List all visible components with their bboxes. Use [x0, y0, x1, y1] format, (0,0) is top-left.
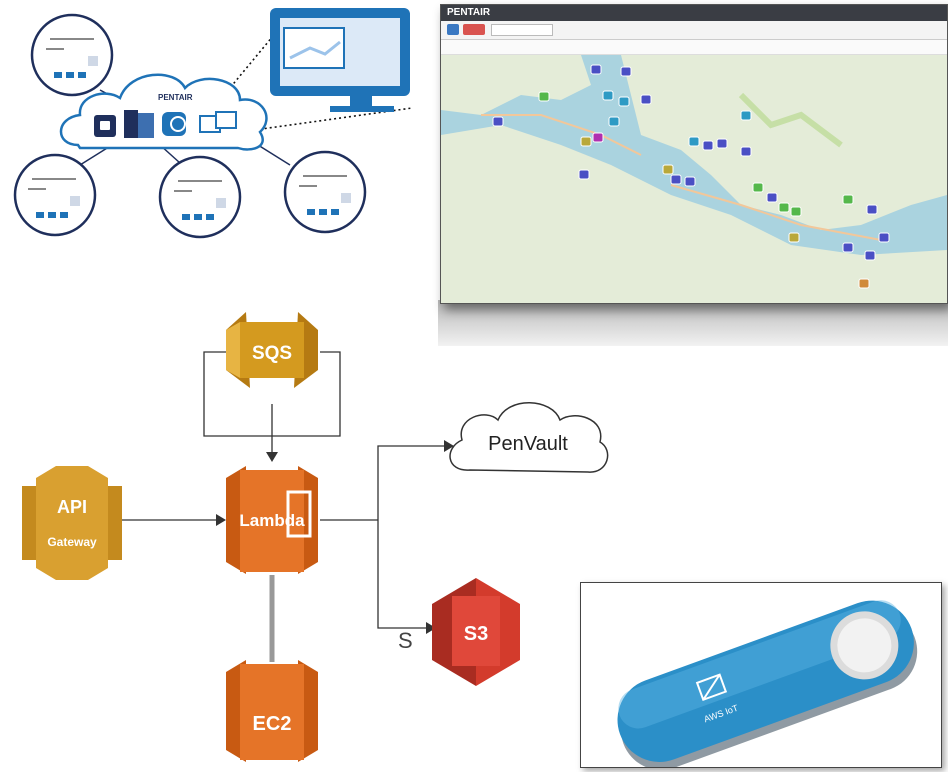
- sync-icon: [162, 112, 186, 136]
- aws-architecture-diagram: SQS API Gateway Lambda PenVault S3 EC2: [22, 312, 609, 762]
- s3-icon: [432, 578, 520, 686]
- search-input[interactable]: [491, 24, 553, 36]
- alert-button[interactable]: [463, 24, 485, 35]
- projection-line: [204, 29, 279, 119]
- ec2-icon: [226, 660, 318, 762]
- map-marker[interactable]: [492, 116, 504, 127]
- map-marker[interactable]: [538, 91, 550, 102]
- map-marker[interactable]: [578, 169, 590, 180]
- ec2-label: EC2: [253, 713, 292, 735]
- penvault-cloud: [449, 402, 609, 473]
- map-marker[interactable]: [842, 242, 854, 253]
- lambda-label: Lambda: [239, 511, 305, 530]
- map-marker[interactable]: [640, 94, 652, 105]
- penvault-label: PenVault: [488, 433, 568, 455]
- map-marker[interactable]: [858, 278, 870, 289]
- app-brand: PENTAIR: [447, 7, 491, 18]
- map-marker[interactable]: [670, 174, 682, 185]
- map-marker[interactable]: [620, 66, 632, 77]
- lambda-to-penvault-arrow: [377, 445, 448, 520]
- stray-text: S: [398, 628, 413, 653]
- map-marker[interactable]: [842, 194, 854, 205]
- map-marker[interactable]: [866, 204, 878, 215]
- sqs-icon: [226, 312, 318, 388]
- api-label: API: [57, 497, 87, 517]
- map-marker[interactable]: [702, 140, 714, 151]
- home-button[interactable]: [447, 24, 459, 35]
- app-toolbar: [441, 21, 947, 40]
- app-filterbar: [441, 40, 947, 55]
- map-marker[interactable]: [766, 192, 778, 203]
- app-titlebar: PENTAIR: [441, 5, 947, 21]
- network-diagram: PENTAIR: [13, 8, 413, 239]
- map-marker[interactable]: [618, 96, 630, 107]
- iot-button-card: AWS IoT: [580, 582, 942, 768]
- map-marker[interactable]: [716, 138, 728, 149]
- map-marker[interactable]: [580, 136, 592, 147]
- map-canvas: [441, 55, 947, 303]
- map-marker[interactable]: [752, 182, 764, 193]
- site-circle: [283, 150, 367, 234]
- arrowhead: [216, 514, 226, 526]
- map-marker[interactable]: [662, 164, 674, 175]
- map-marker[interactable]: [688, 136, 700, 147]
- monitor-icon: [270, 8, 410, 112]
- lambda-icon: [226, 466, 318, 574]
- map-marker[interactable]: [790, 206, 802, 217]
- lambda-to-s3-arrow: [377, 520, 430, 629]
- gateway-label: Gateway: [47, 535, 97, 549]
- map-marker[interactable]: [864, 250, 876, 261]
- iot-button-image: AWS IoT: [581, 583, 941, 767]
- projection-line: [239, 107, 413, 133]
- map-marker[interactable]: [590, 64, 602, 75]
- lock-icon: [94, 115, 116, 137]
- s3-label: S3: [464, 623, 488, 645]
- arrowhead: [266, 452, 278, 462]
- site-circle: [158, 155, 242, 239]
- map-marker[interactable]: [602, 90, 614, 101]
- arrowhead: [426, 622, 436, 634]
- map-marker[interactable]: [684, 176, 696, 187]
- aws-iot-logo-icon: [695, 673, 728, 702]
- map-marker[interactable]: [778, 202, 790, 213]
- map-marker[interactable]: [740, 110, 752, 121]
- sqs-label: SQS: [252, 343, 292, 364]
- map-marker[interactable]: [878, 232, 890, 243]
- site-circle: [13, 153, 97, 237]
- server-icon: [124, 110, 154, 138]
- site-circle: [30, 13, 114, 97]
- arrowhead: [444, 440, 454, 452]
- desktop-icon: [199, 111, 237, 133]
- api-gateway-icon: [22, 466, 122, 580]
- cloud-brand: PENTAIR: [158, 93, 193, 102]
- map-marker[interactable]: [788, 232, 800, 243]
- map-marker[interactable]: [608, 116, 620, 127]
- map-screenshot-shadow: [438, 300, 948, 346]
- map-screenshot: PENTAIR: [440, 4, 948, 304]
- map-marker[interactable]: [740, 146, 752, 157]
- map-marker[interactable]: [592, 132, 604, 143]
